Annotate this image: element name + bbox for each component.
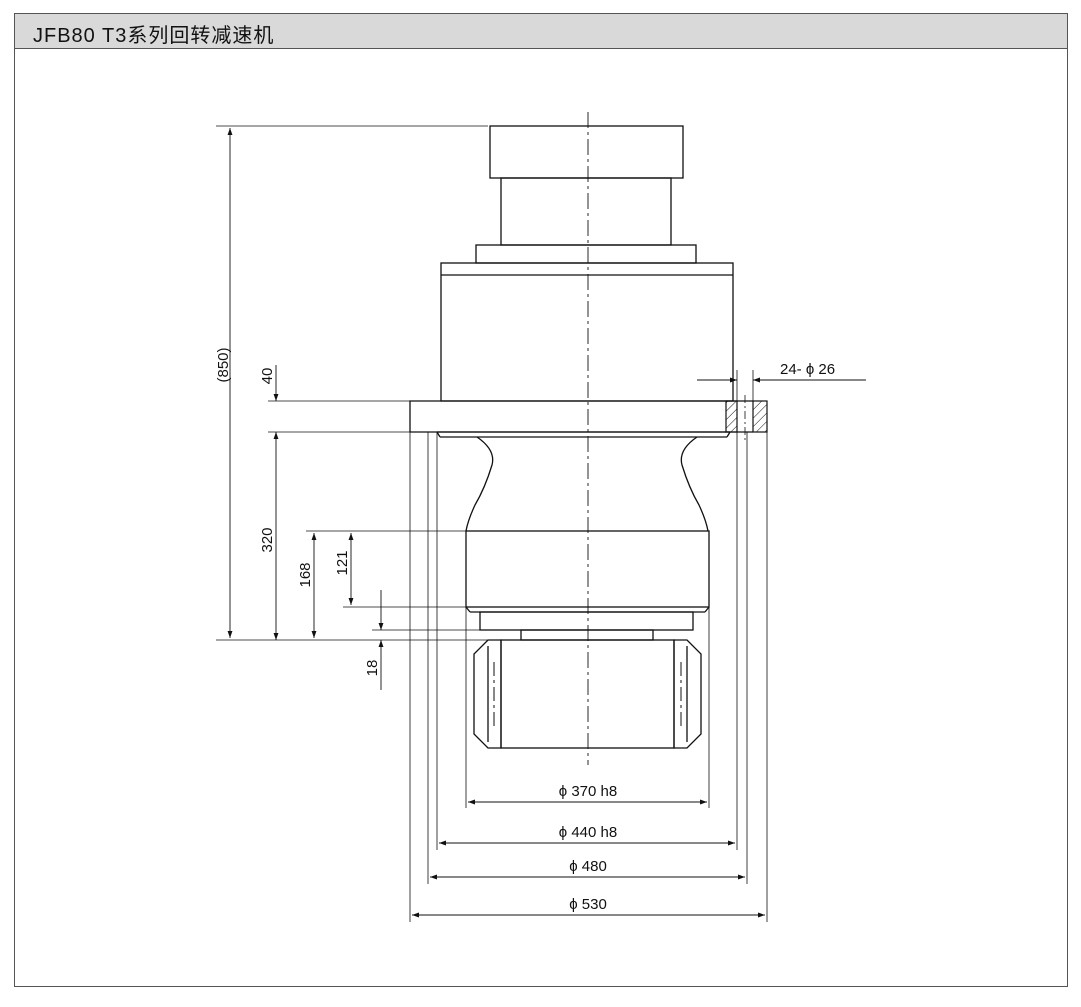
drawing-frame: JFB80 T3系列回转减速机 [14,13,1068,987]
dim-text-320: 320 [259,527,276,552]
dim-text-168: 168 [297,562,314,587]
dim-text-121: 121 [334,550,351,575]
neck-right [680,436,709,532]
pinion-step [479,611,694,631]
dim-text-530: ϕ 530 [569,896,607,913]
mounting-flange [409,400,733,433]
dim-text-18: 18 [364,660,381,677]
gearbox-housing [440,262,734,402]
reducer-outline [409,125,734,749]
dim-text-480: ϕ 480 [569,858,607,875]
pinion-hub [520,629,654,641]
pinion-hidden-lines [493,662,682,726]
dim-text-40: 40 [259,368,276,385]
motor-flange [475,244,697,264]
motor-cap [489,125,684,179]
pinion-gear [500,639,675,749]
dim-text-440: ϕ 440 h8 [559,824,617,841]
dimension-lines [227,128,866,918]
dim-text-850: (850) [215,347,232,382]
neck-left [465,436,494,532]
motor-body [500,177,672,246]
title-bar: JFB80 T3系列回转减速机 [15,14,1067,49]
dim-text-bolt-holes: 24- ϕ 26 [780,361,835,378]
drawing-title: JFB80 T3系列回转减速机 [33,25,275,47]
extension-lines [216,125,768,922]
pinion-housing [465,530,710,608]
dim-text-370: ϕ 370 h8 [559,783,617,800]
bolt-hole-section [725,395,768,440]
